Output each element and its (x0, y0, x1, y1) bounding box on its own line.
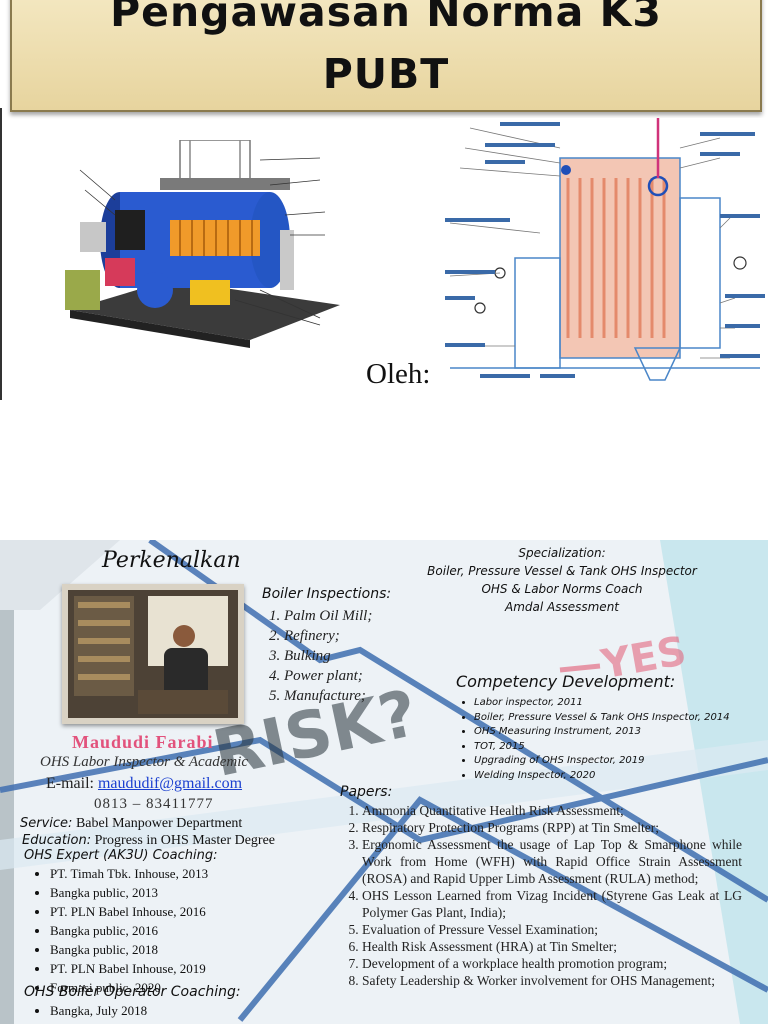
specialization-heading: Specialization: (518, 546, 606, 560)
intro-heading: Perkenalkan (102, 548, 241, 573)
service-label: Service: (20, 816, 73, 831)
author-prefix: Oleh: (366, 358, 431, 390)
ohs-expert-list: PT. Timah Tbk. Inhouse, 2013 Bangka publ… (20, 864, 208, 997)
phone-number: 0813 – 83411777 (94, 796, 214, 812)
list-item: Bangka public, 2013 (50, 883, 208, 902)
list-item: Ergonomic Assessment the usage of Lap To… (362, 836, 742, 887)
boiler-inspections-list: Palm Oil Mill; Refinery; Bulking Power p… (262, 606, 372, 706)
specialization-item: OHS & Labor Norms Coach (481, 582, 643, 596)
list-item: Palm Oil Mill; (284, 606, 372, 626)
specialization-item: Amdal Assessment (505, 600, 619, 614)
list-item: Bangka public, 2016 (50, 921, 208, 940)
boiler-schematic-diagram (440, 118, 765, 396)
education-label: Education: (22, 833, 92, 848)
email-link[interactable]: maududif@gmail.com (97, 775, 243, 792)
list-item: Upgrading of OHS Inspector, 2019 (474, 754, 730, 769)
list-item: Power plant; (284, 666, 372, 686)
list-item: Welding Inspector, 2020 (474, 769, 730, 784)
competency-list: Labor inspector, 2011 Boiler, Pressure V… (456, 696, 730, 783)
list-item: Evaluation of Pressure Vessel Examinatio… (362, 921, 742, 938)
title-slide: Pengawasan Norma K3 PUBT (0, 0, 768, 400)
list-item: Respiratory Protection Programs (RPP) at… (362, 819, 742, 836)
list-item: OHS Lesson Learned from Vizag Incident (… (362, 887, 742, 921)
list-item: PT. PLN Babel Inhouse, 2016 (50, 902, 208, 921)
competency-heading: Competency Development: (456, 672, 676, 691)
risk-background-graphic: RISK? YES (0, 540, 768, 1024)
slide-title-line2: PUBT (322, 50, 450, 98)
list-item: Development of a workplace health promot… (362, 955, 742, 972)
papers-list: Ammonia Quantitative Health Risk Assessm… (340, 802, 742, 989)
boiler-3d-illustration (65, 140, 340, 348)
list-item: Bangka, July 2018 (50, 1002, 147, 1020)
list-item: Manufacture; (284, 686, 372, 706)
list-item: Refinery; (284, 626, 372, 646)
boiler-operator-heading: OHS Boiler Operator Coaching: (24, 984, 241, 1000)
person-photo-icon (68, 590, 238, 718)
specialization-block: Specialization: Boiler, Pressure Vessel … (402, 544, 722, 616)
list-item: Ammonia Quantitative Health Risk Assessm… (362, 802, 742, 819)
list-item: PT. Timah Tbk. Inhouse, 2013 (50, 864, 208, 883)
list-item: OHS Measuring Instrument, 2013 (474, 725, 730, 740)
title-banner: Pengawasan Norma K3 PUBT (10, 0, 762, 112)
list-item: Boiler, Pressure Vessel & Tank OHS Inspe… (474, 711, 730, 726)
profile-photo (62, 584, 244, 724)
service-line: Service: Babel Manpower Department (20, 816, 242, 832)
education-line: Education: Progress in OHS Master Degree (22, 833, 275, 849)
email-line: E-mail: maududif@gmail.com (46, 775, 242, 793)
slide-left-border (0, 108, 2, 400)
list-item: TOT, 2015 (474, 740, 730, 755)
papers-heading: Papers: (340, 784, 393, 800)
education-value: Progress in OHS Master Degree (94, 833, 276, 848)
ohs-expert-heading: OHS Expert (AK3U) Coaching: (24, 848, 218, 863)
list-item: Safety Leadership & Worker involvement f… (362, 972, 742, 989)
slide-title-line1: Pengawasan Norma K3 (110, 0, 662, 36)
list-item: Health Risk Assessment (HRA) at Tin Smel… (362, 938, 742, 955)
list-item: Bangka public, 2018 (50, 940, 208, 959)
email-label: E-mail: (46, 775, 94, 792)
service-value: Babel Manpower Department (75, 816, 243, 831)
list-item: Labor inspector, 2011 (474, 696, 730, 711)
list-item: PT. PLN Babel Inhouse, 2019 (50, 959, 208, 978)
boiler-inspections-heading: Boiler Inspections: (262, 586, 392, 602)
specialization-item: Boiler, Pressure Vessel & Tank OHS Inspe… (427, 564, 697, 578)
list-item: Formasi public, 2020 (50, 978, 208, 997)
person-role: OHS Labor Inspector & Academic (40, 754, 249, 770)
introduction-slide: RISK? YES Perkenalkan Maududi Farabi OHS… (0, 540, 768, 1024)
list-item: Bulking (284, 646, 372, 666)
person-name: Maududi Farabi (72, 732, 214, 752)
boiler-operator-list: Bangka, July 2018 (20, 1002, 147, 1020)
